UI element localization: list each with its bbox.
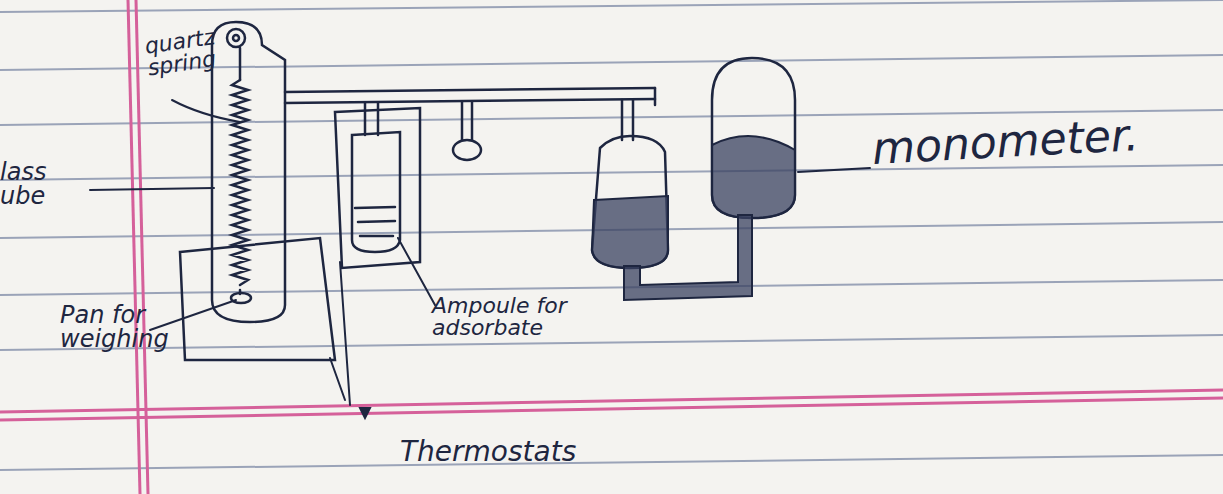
- part-label: Thermostats: [400, 438, 660, 466]
- apparatus: [180, 22, 795, 360]
- mercury: [592, 136, 795, 300]
- part-label: Pan for weighing: [60, 303, 160, 351]
- part-label: lass ube: [0, 160, 60, 208]
- leader-lines: [90, 100, 870, 418]
- part-label: Ampoule for adsorbate: [432, 295, 642, 339]
- part-label: monometer.: [871, 109, 1213, 171]
- part-label: quartz spring: [143, 23, 243, 80]
- ruled-lines: [0, 0, 1223, 470]
